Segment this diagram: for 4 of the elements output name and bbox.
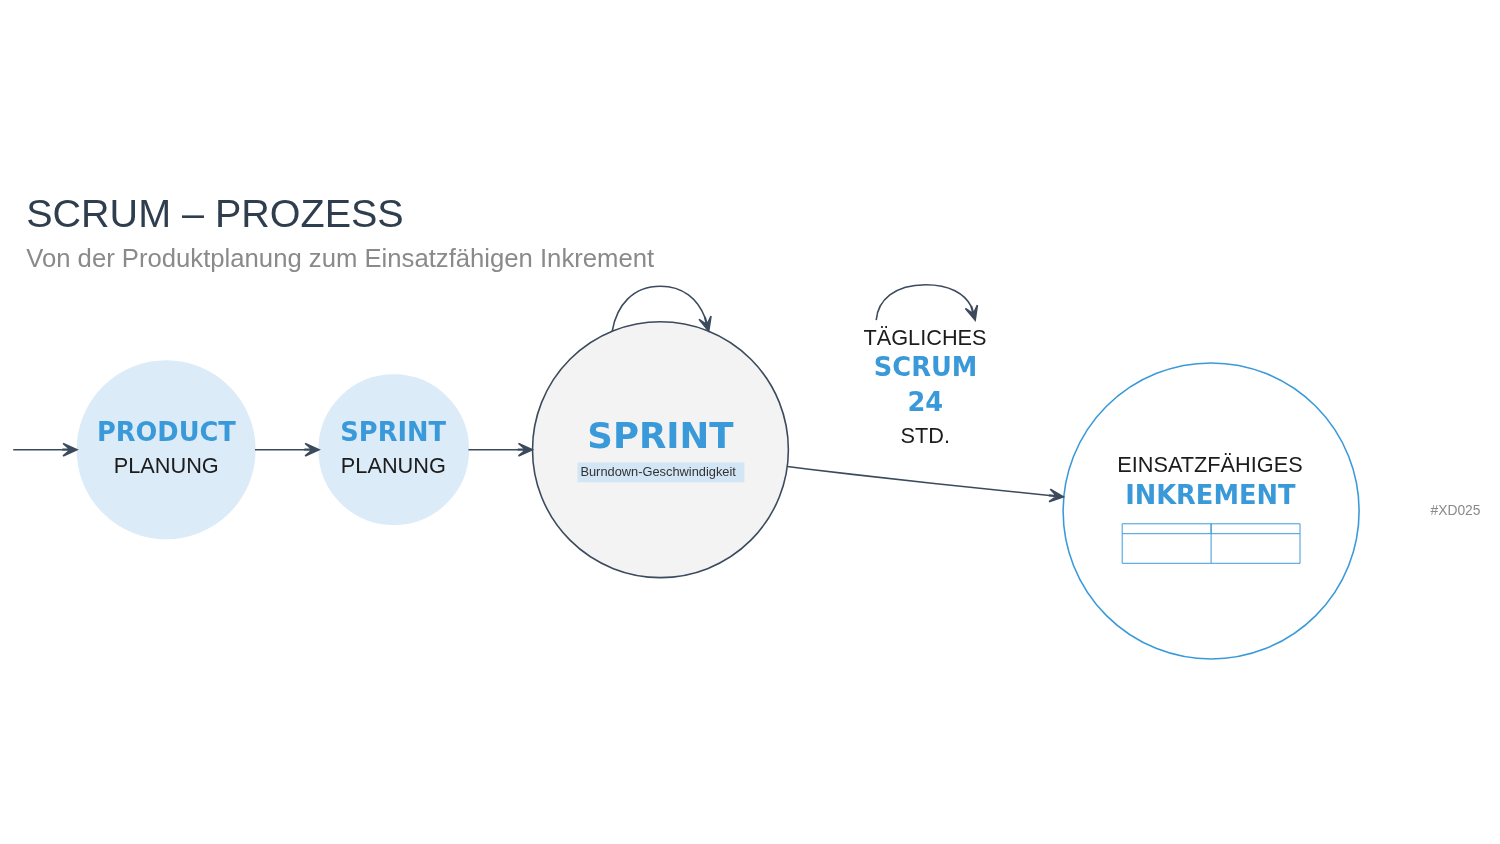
node-text: TÄGLICHES SCRUM 24 STD. [863,324,987,449]
diagram-title: SCRUM – PROZESS [26,190,404,235]
caption: Von der Produktplanung zum Einsatzfähigen Inkrement [26,244,655,273]
label: #XD025 [1430,501,1481,518]
